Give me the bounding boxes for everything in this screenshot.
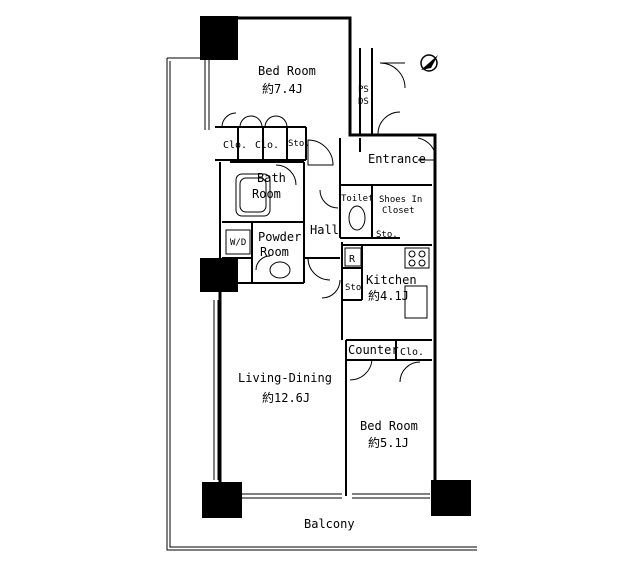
ds-label: DS <box>358 97 369 107</box>
kitchen-size: 約4.1J <box>368 288 409 303</box>
balcony-outline <box>166 57 477 551</box>
bed-room-1-name: Bed Room <box>258 64 316 78</box>
exterior-walls <box>215 16 437 500</box>
interior-walls <box>215 48 432 496</box>
balcony-label: Balcony <box>304 517 355 531</box>
north-arrow-icon <box>420 54 438 72</box>
windows <box>204 60 430 499</box>
storage-toilet: Sto. <box>376 230 398 240</box>
closet-b: Clo. <box>255 140 279 151</box>
shoes-closet-line2: Closet <box>382 206 415 216</box>
kitchen-name: Kitchen <box>366 273 417 287</box>
powder-room-line2: Room <box>260 245 289 259</box>
door-swings <box>221 62 437 383</box>
fridge-box <box>344 247 362 267</box>
bath-room-line1: Bath <box>257 171 286 185</box>
storage-kitchen: Sto <box>345 283 361 293</box>
closet-a: Clo. <box>223 140 247 151</box>
sink <box>269 261 291 279</box>
closet-c: Clo. <box>400 347 424 358</box>
ps-label: PS <box>358 85 369 95</box>
structural-columns <box>200 16 471 518</box>
bathtub <box>235 173 271 217</box>
bath-room-line2: Room <box>252 187 281 201</box>
kitchen-sink <box>404 285 428 319</box>
toilet-bowl <box>348 205 366 231</box>
stove <box>404 247 430 269</box>
hall-label: Hall <box>310 223 339 237</box>
entrance-label: Entrance <box>368 152 426 166</box>
washer-box <box>225 229 251 255</box>
bed-room-2-name: Bed Room <box>360 419 418 433</box>
bed-room-2-size: 約5.1J <box>368 435 409 450</box>
living-dining-size: 約12.6J <box>262 390 310 405</box>
washer-label: W/D <box>230 238 246 248</box>
counter-label: Counter <box>348 343 399 357</box>
powder-room-line1: Powder <box>258 230 301 244</box>
shoes-closet-line1: Shoes In <box>379 195 422 205</box>
fridge-label: R <box>349 254 356 265</box>
storage-bed: Sto. <box>288 139 310 149</box>
living-dining-name: Living-Dining <box>238 371 332 385</box>
fixtures <box>225 173 430 319</box>
bed-room-1-size: 約7.4J <box>262 81 303 96</box>
toilet-label: Toilet <box>341 194 374 204</box>
